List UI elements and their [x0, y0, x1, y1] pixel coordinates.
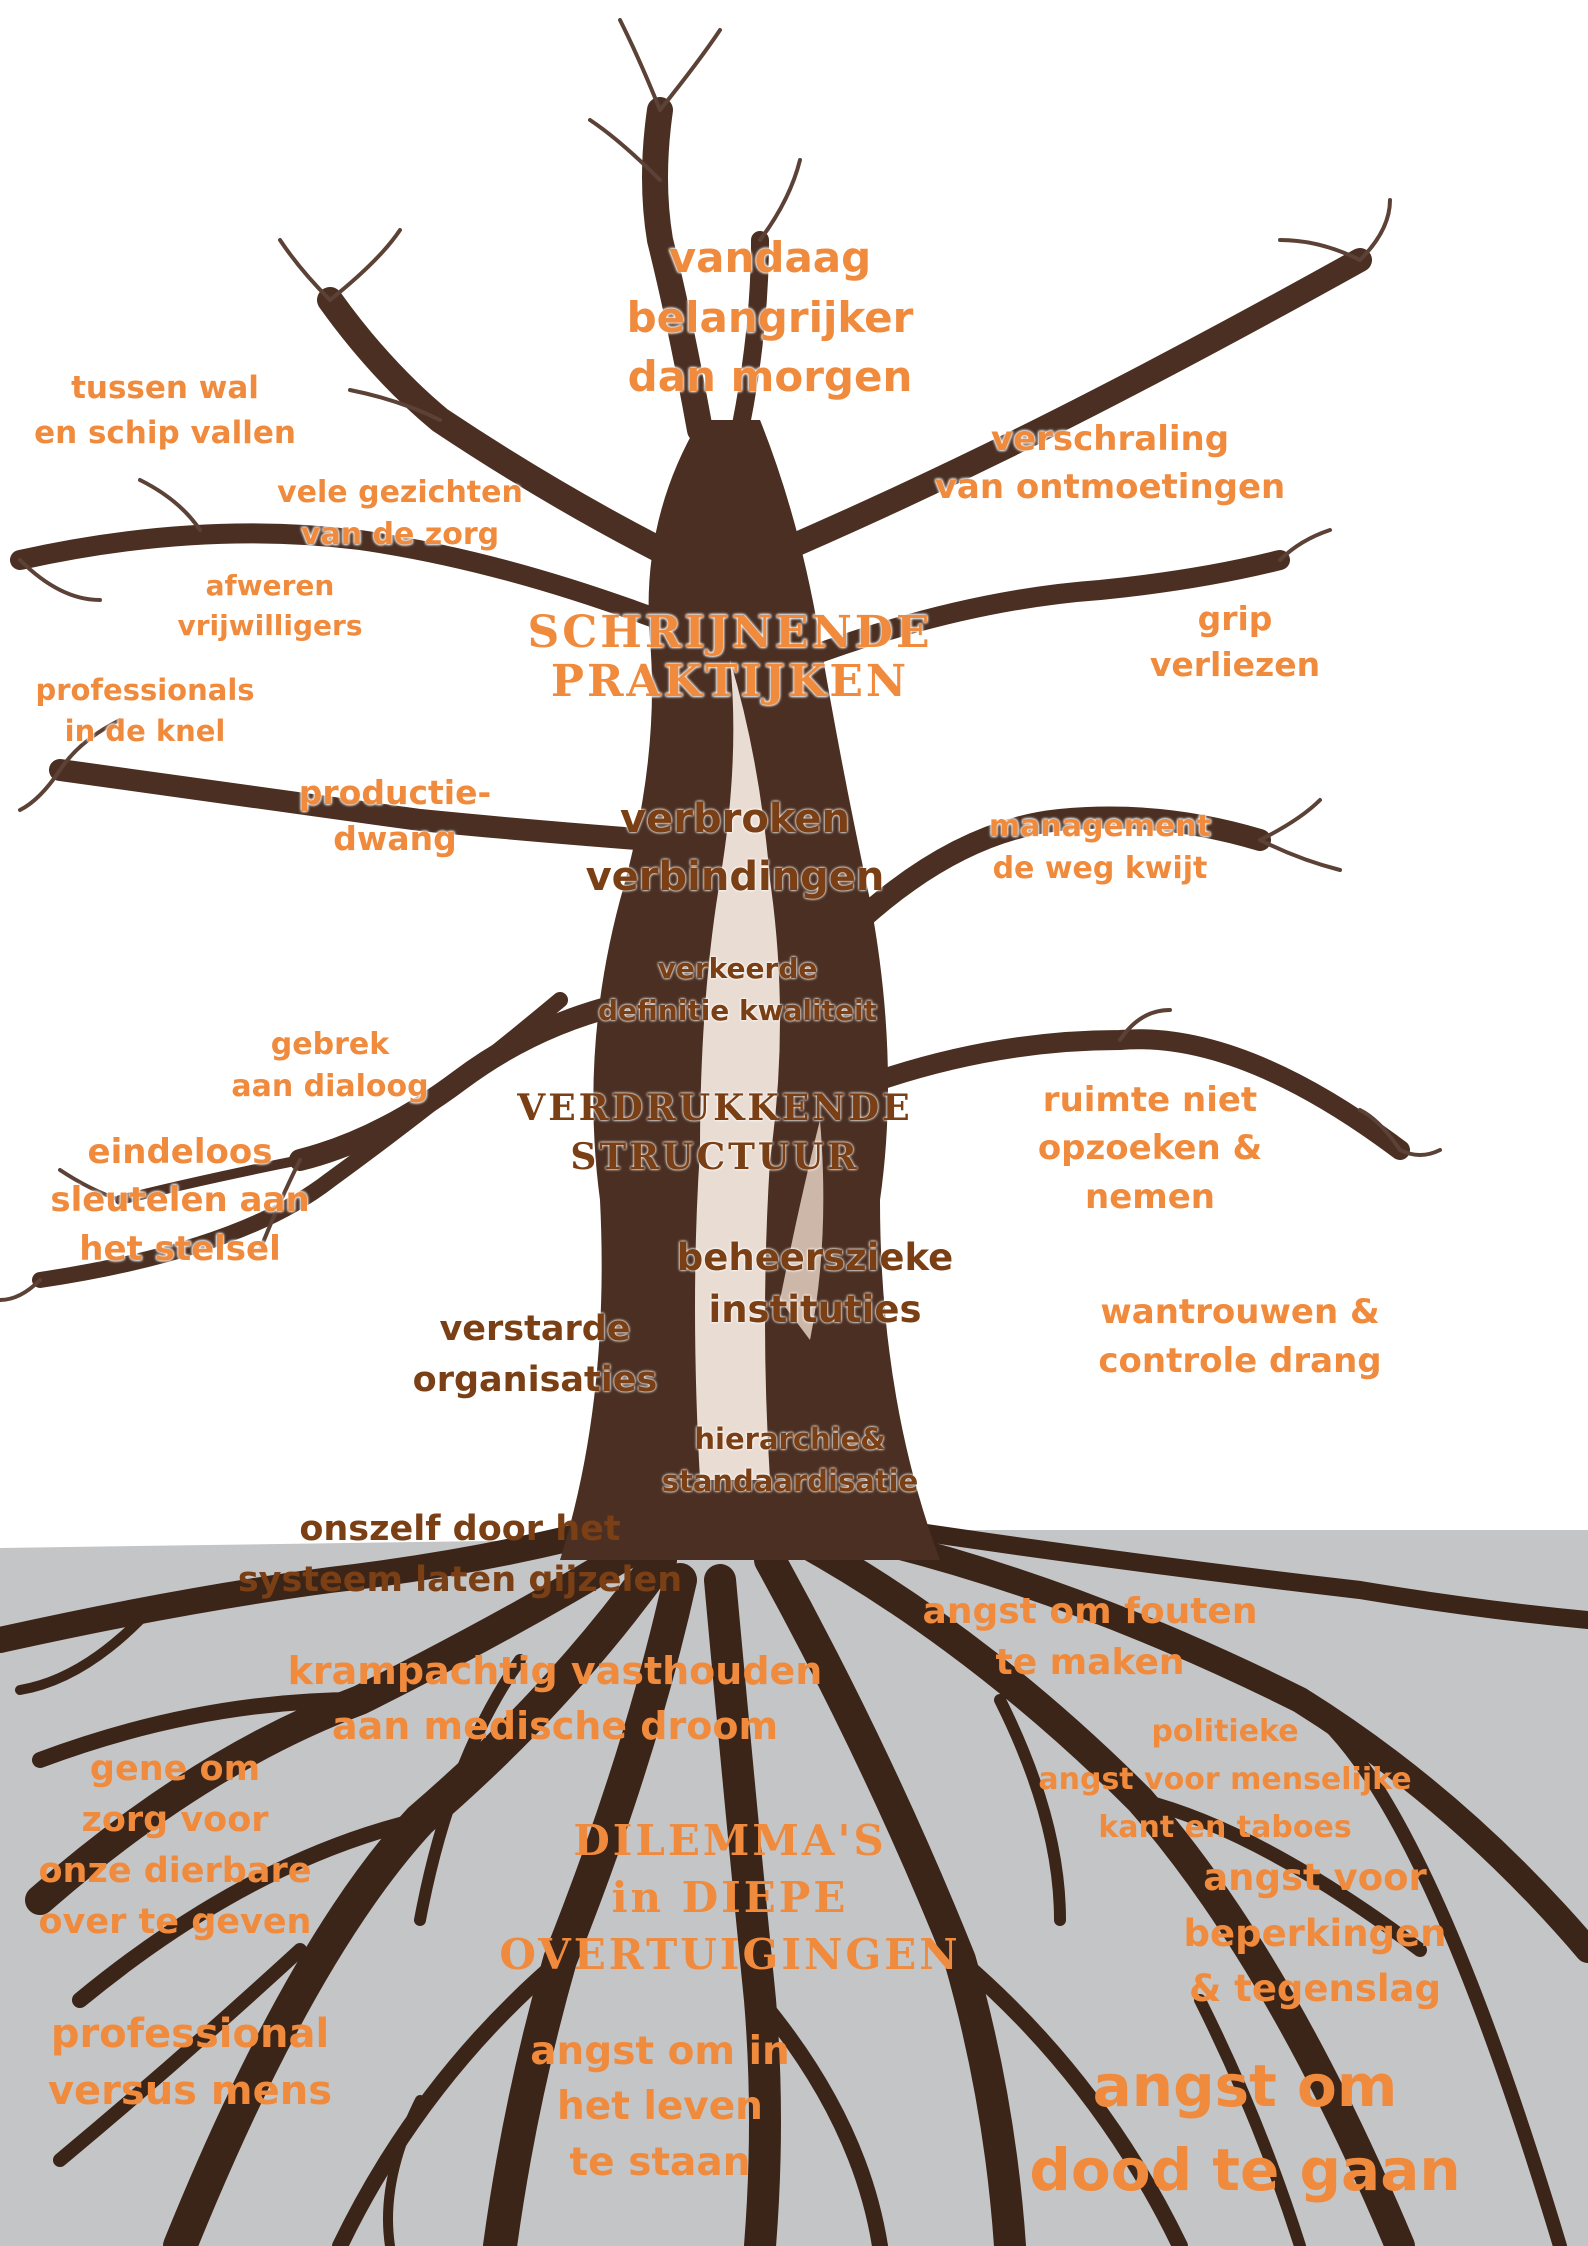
label-wantrouwen: wantrouwen &controle drang [1070, 1288, 1410, 1387]
label-productiedwang: productie-dwang [280, 770, 510, 862]
label-hierarchie: hierarchie&standaardisatie [640, 1418, 940, 1502]
